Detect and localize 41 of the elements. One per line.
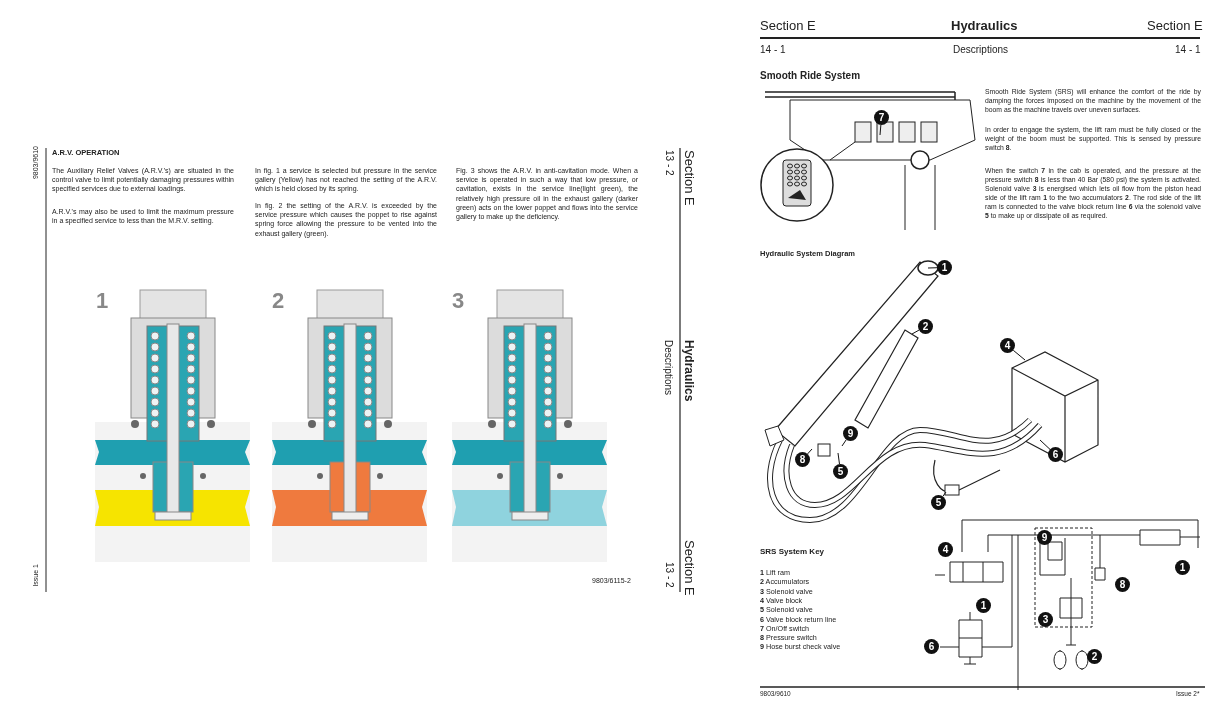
key-heading: SRS System Key (760, 547, 825, 558)
section-name: Section E (1147, 19, 1203, 32)
callout-number: 8 (1115, 577, 1130, 592)
page-number: 14 - 1 (1175, 43, 1201, 57)
section-name: Section E (683, 150, 696, 206)
callout-number: 4 (1000, 338, 1015, 353)
subchapter-title: Descriptions (663, 340, 673, 396)
chapter-title: Hydraulics (683, 340, 695, 402)
page-number: 13 - 2 (664, 562, 674, 588)
leader-line (1012, 349, 1026, 361)
leader-line (1039, 439, 1051, 450)
callout-number: 1 (1175, 560, 1190, 575)
callout-number: 9 (843, 426, 858, 441)
leader-line (807, 448, 813, 455)
callout-number: 4 (938, 542, 953, 557)
callout-number: 8 (795, 452, 810, 467)
subchapter-title: Descriptions (953, 43, 1009, 57)
callout-number: 2 (1087, 649, 1102, 664)
figure-number: 2 (272, 290, 285, 312)
callout-number: 3 (1038, 612, 1053, 627)
callout-number: 1 (976, 598, 991, 613)
leader-line (942, 491, 947, 497)
leader-line (837, 452, 840, 465)
callout-number: 2 (918, 319, 933, 334)
callout-number: 1 (937, 260, 952, 275)
figure-number: 3 (452, 290, 465, 312)
leader-line (911, 329, 920, 335)
callout-number: 6 (924, 639, 939, 654)
chapter-title: Hydraulics (951, 19, 1018, 32)
callout-number: 5 (931, 495, 946, 510)
section-heading: Smooth Ride System (760, 69, 861, 83)
leader-line (841, 439, 847, 447)
callout-number: 9 (1037, 530, 1052, 545)
leader-line (879, 124, 882, 136)
leader-line (927, 267, 938, 269)
page-number: 13 - 2 (664, 150, 674, 176)
callout-number: 5 (833, 464, 848, 479)
page-number: 14 - 1 (760, 43, 786, 57)
section-name: Section E (760, 19, 816, 32)
figure-number: 1 (96, 290, 109, 312)
section-name: Section E (683, 540, 696, 596)
